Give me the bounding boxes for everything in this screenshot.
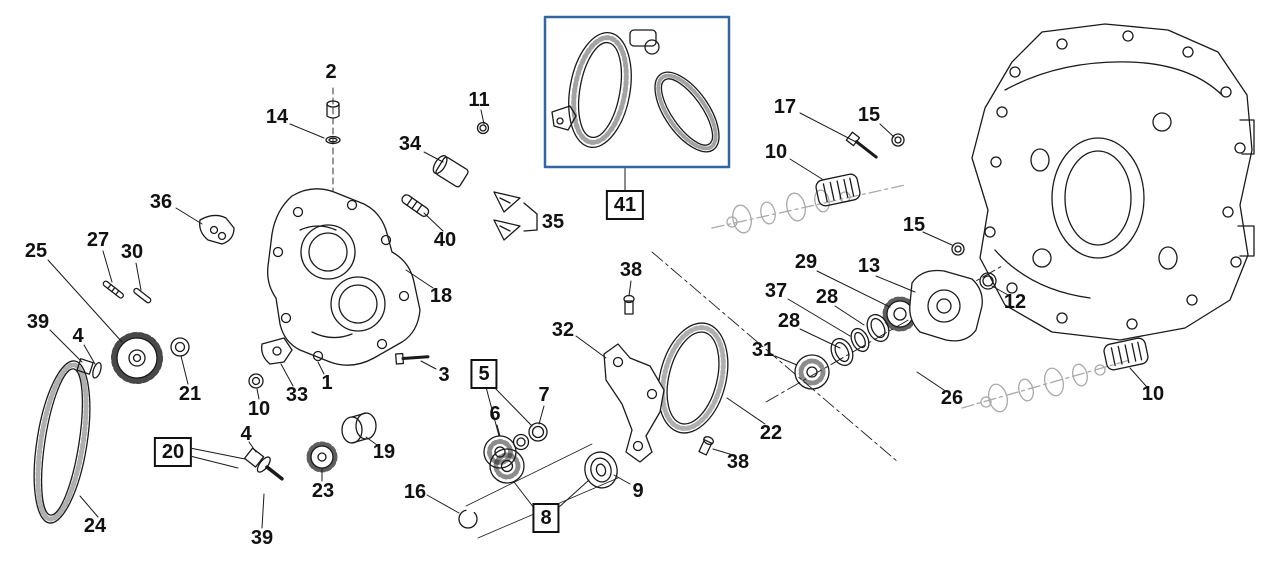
part-callout-13: 13: [857, 255, 881, 277]
part-callout-11: 11: [468, 89, 490, 111]
part-callout-23: 23: [311, 480, 335, 502]
oil-pump-assembly: [794, 269, 983, 390]
part-callout-2: 2: [325, 61, 337, 83]
screw-38-upper: [623, 294, 635, 315]
washer-10-left: [248, 373, 264, 389]
pin-30: [133, 287, 152, 304]
part-callout-31: 31: [751, 339, 775, 361]
part-callout-6: 6: [489, 403, 501, 425]
part-callout-26: 26: [940, 387, 964, 409]
part-callout-36: 36: [149, 191, 173, 213]
part-callout-4: 4: [72, 325, 84, 347]
part-callout-39: 39: [26, 311, 50, 333]
part-callout-9: 9: [632, 480, 644, 502]
chain-guide-36: [199, 214, 235, 245]
part-callout-5: 5: [470, 359, 498, 389]
part-callout-22: 22: [759, 422, 783, 444]
timing-cover-18: [267, 188, 421, 366]
part-callout-7: 7: [538, 384, 550, 406]
part-callout-41: 41: [605, 190, 645, 220]
plug-2: [326, 100, 340, 119]
part-callout-28: 28: [777, 310, 801, 332]
part-callout-29: 29: [794, 251, 818, 273]
bolt-39-lower: [243, 447, 284, 481]
camshaft-ghost-upper: [711, 184, 906, 234]
part-callout-16: 16: [403, 481, 427, 503]
stud-27: [102, 280, 124, 299]
part-callout-10: 10: [247, 398, 271, 420]
part-callout-38: 38: [619, 259, 643, 281]
leader-lines: [47, 109, 1147, 529]
pin-40: [401, 194, 430, 217]
needle-bearing-10-right: [1103, 337, 1149, 371]
oring-12: [979, 272, 997, 290]
part-callout-24: 24: [83, 515, 107, 537]
camshaft-ghost-lower: [961, 359, 1131, 413]
part-callout-1: 1: [321, 372, 333, 394]
part-callout-12: 12: [1003, 291, 1027, 313]
part-callout-10: 10: [1141, 383, 1165, 405]
part-callout-34: 34: [398, 133, 422, 155]
bracket-32: [603, 343, 665, 463]
part-callout-30: 30: [120, 241, 144, 263]
needle-bearing-10-upper: [815, 173, 861, 207]
gear-25: [111, 332, 163, 384]
oring-14: [325, 135, 341, 145]
part-callout-20: 20: [153, 437, 193, 467]
part-callout-27: 27: [86, 229, 110, 251]
bolt-4-upper: [76, 358, 102, 379]
gear-23: [306, 441, 338, 473]
part-callout-21: 21: [178, 383, 202, 405]
screw-17: [845, 131, 878, 159]
part-callout-40: 40: [433, 229, 457, 251]
bracket-33: [261, 337, 293, 365]
part-callout-33: 33: [285, 384, 309, 406]
part-callout-15: 15: [902, 214, 926, 236]
highlight-box: [543, 15, 731, 169]
timing-chain-kit-41: [551, 29, 720, 153]
bolt-3: [395, 352, 430, 365]
part-callout-39: 39: [250, 527, 274, 549]
bushing-19: [341, 412, 377, 444]
part-callout-25: 25: [24, 240, 48, 262]
part-callout-10: 10: [764, 141, 788, 163]
screw-38-lower: [698, 436, 714, 456]
part-callout-14: 14: [265, 106, 289, 128]
belt-24: [33, 360, 91, 524]
part-callout-37: 37: [764, 280, 788, 302]
part-callout-19: 19: [372, 441, 396, 463]
nut-15-lower: [951, 242, 965, 256]
part-callout-17: 17: [773, 96, 797, 118]
part-callout-8: 8: [532, 503, 560, 533]
part-callout-32: 32: [551, 319, 575, 341]
part-callout-4: 4: [240, 423, 252, 445]
crankcase-outline: [971, 23, 1255, 341]
wedge-keys-35: [493, 191, 538, 241]
belt-22: [657, 322, 729, 434]
part-callout-28: 28: [815, 286, 839, 308]
part-callout-18: 18: [429, 285, 453, 307]
part-callout-3: 3: [438, 364, 450, 386]
washer-21: [170, 337, 190, 357]
part-callout-15: 15: [857, 104, 881, 126]
part-callout-35: 35: [541, 211, 565, 233]
bushing-34: [432, 155, 469, 188]
part-callout-38: 38: [726, 451, 750, 473]
oring-11: [476, 121, 490, 135]
nut-15-upper: [891, 133, 905, 147]
